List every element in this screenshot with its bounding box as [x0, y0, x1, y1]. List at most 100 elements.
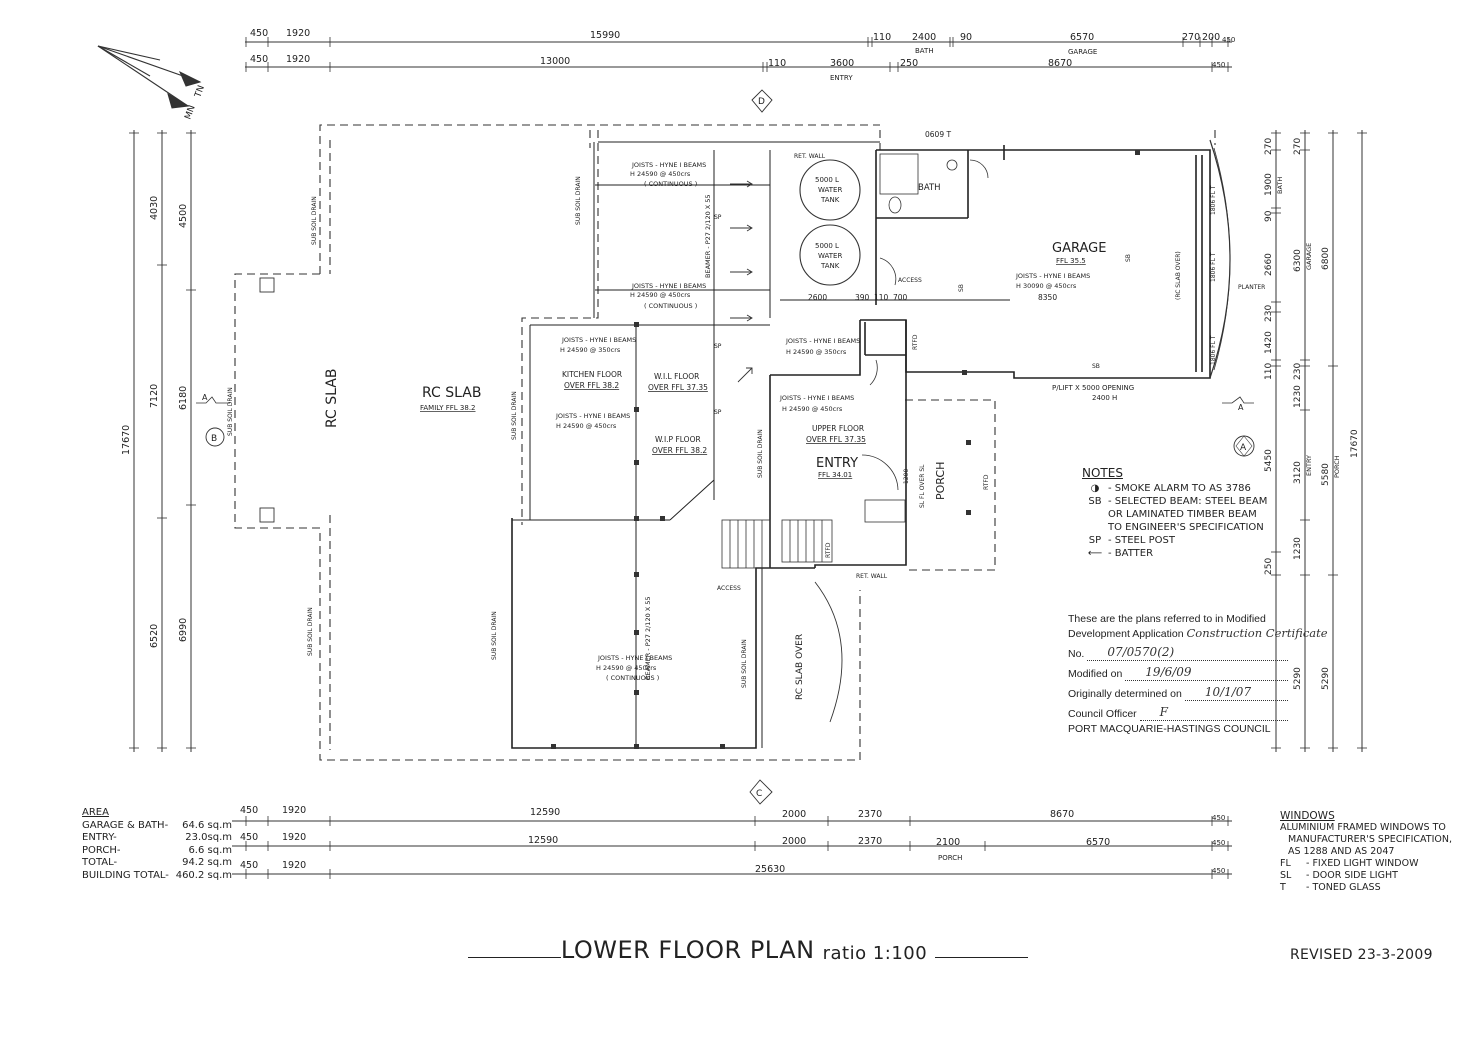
dim-top1-bath: BATH: [915, 47, 934, 55]
area-value: 94.2 sq.m: [182, 857, 232, 868]
dim-left-6990: 6990: [178, 618, 189, 642]
rtfd-3-label: RTFD: [825, 542, 832, 558]
dim-bot1-2000: 2000: [782, 809, 806, 820]
plift-h-label: 2400 H: [1092, 394, 1117, 402]
area-value: 64.6 sq.m: [182, 819, 232, 831]
dim-700: 700: [893, 293, 908, 302]
dim-right2-garage: GARAGE: [1305, 243, 1313, 270]
sb-label: SB: [1092, 363, 1100, 370]
joists-2-label: JOISTS - HYNE I BEAMS: [631, 282, 706, 290]
windows-title: WINDOWS: [1280, 810, 1335, 822]
area-row: TOTAL- 94.2 sq.m: [82, 857, 232, 870]
wil-floor-label: W.I.L FLOOR: [654, 372, 699, 381]
area-label: PORCH-: [82, 844, 121, 856]
continuous-1-label: ( CONTINUOUS ): [644, 180, 697, 188]
sub-soil-drain-6: SUB SOIL DRAIN: [491, 611, 498, 660]
joists-6-label: JOISTS - HYNE I BEAMS: [779, 394, 854, 402]
dim-left-6520: 6520: [149, 624, 160, 648]
smoke-alarm-icon: ◑: [1090, 483, 1100, 494]
note-item: OR LAMINATED TIMBER BEAM: [1082, 508, 1272, 521]
dim-right2-270: 270: [1293, 138, 1303, 155]
area-title-row: AREA: [82, 807, 232, 820]
note-text: - SMOKE ALARM TO AS 3786: [1108, 483, 1251, 494]
windows-legend: WINDOWS ALUMINIUM FRAMED WINDOWS TO MANU…: [1280, 810, 1453, 894]
area-label: TOTAL-: [82, 857, 118, 868]
tank-1-label: 5000 L: [815, 176, 839, 184]
dim-top2-entry: ENTRY: [830, 74, 853, 82]
ret-wall-label: RET. WALL: [794, 153, 826, 160]
kitchen-ffl-label: OVER FFL 38.2: [564, 381, 619, 390]
fl-1-label: 1806 FL T: [1210, 185, 1217, 215]
sub-soil-drain-5: SUB SOIL DRAIN: [511, 391, 518, 440]
stamp-orig-value: 10/1/07: [1204, 685, 1252, 699]
drawing-title-ratio: ratio 1:100: [822, 943, 928, 964]
tank-2-label: 5000 L: [815, 242, 839, 250]
joists-4b-label: H 24590 @ 450crs: [556, 422, 617, 430]
rtfd-2-label: RTFD: [983, 474, 990, 490]
joists-1b-label: H 24590 @ 450crs: [630, 170, 691, 178]
dim-top2-3600: 3600: [830, 58, 854, 69]
dim-top2-13000: 13000: [540, 56, 570, 67]
area-row: BUILDING TOTAL-460.2 sq.m: [82, 870, 232, 883]
dim-left-4030: 4030: [149, 196, 160, 220]
windows-line: ALUMINIUM FRAMED WINDOWS TO: [1280, 822, 1446, 833]
rc-slab-main-label: RC SLAB: [422, 385, 481, 401]
windows-line: AS 1288 AND AS 2047: [1288, 846, 1395, 857]
stamp-line2: Development Application Construction Cer…: [1068, 626, 1328, 641]
section-mark-d: D: [758, 97, 765, 107]
note-item: ⟵- BATTER: [1082, 547, 1272, 560]
dim-top2-250: 250: [900, 58, 918, 69]
stamp-line1: These are the plans referred to in Modif…: [1068, 613, 1266, 625]
dim-bot1-2370: 2370: [858, 809, 882, 820]
stamp-modified-value: 19/6/09: [1145, 665, 1192, 679]
sb-label-3: SB: [958, 284, 965, 292]
dim-bot2-2000: 2000: [782, 836, 806, 847]
dim-top2-450b: 450: [1212, 61, 1225, 69]
dim-right2-6300: 6300: [1293, 249, 1303, 272]
stamp-modified-label: Modified on: [1068, 668, 1123, 680]
tank-1c-label: TANK: [820, 196, 840, 204]
section-mark-b: B: [211, 434, 217, 444]
note-symbol: [1082, 521, 1108, 534]
sub-soil-drain-4: SUB SOIL DRAIN: [575, 176, 582, 225]
dim-top1-2400: 2400: [912, 32, 936, 43]
dim-bot2-1920: 1920: [282, 832, 306, 843]
stamp-council: PORT MACQUARIE-HASTINGS COUNCIL: [1068, 723, 1271, 735]
upper-floor-label: UPPER FLOOR: [812, 424, 864, 433]
section-mark-a-left: A: [202, 393, 208, 402]
top-dims-2: 450 1920 13000 110 3600 250 8670 450 ENT…: [250, 54, 1225, 82]
area-label: BUILDING TOTAL-: [82, 869, 169, 881]
dim-bot2-2370: 2370: [858, 836, 882, 847]
note-text: - STEEL POST: [1108, 535, 1175, 546]
windows-line: MANUFACTURER'S SPECIFICATION,: [1288, 834, 1453, 845]
wip-floor-label: W.I.P FLOOR: [655, 435, 701, 444]
continuous-2-label: ( CONTINUOUS ): [644, 302, 697, 310]
dim-bot3-450: 450: [240, 860, 258, 871]
fl-3-label: 1806 FL T: [1210, 335, 1217, 365]
dim-top1-1920: 1920: [286, 28, 310, 39]
continuous-3-label: ( CONTINUOUS ): [606, 674, 659, 682]
section-mark-c: C: [756, 789, 762, 799]
sub-soil-drain-1: SUB SOIL DRAIN: [311, 196, 318, 245]
garage-ffl-label: FFL 35.5: [1056, 257, 1086, 265]
fl-2-label: 1806 FL T: [1210, 252, 1217, 282]
section-mark-a-right: A: [1238, 403, 1244, 412]
note-item: SB- SELECTED BEAM: STEEL BEAM: [1082, 495, 1272, 508]
north-mn-label: MN: [183, 104, 197, 121]
dim-bot3-1920: 1920: [282, 860, 306, 871]
section-mark-a: A: [1240, 443, 1247, 453]
note-symbol: [1082, 508, 1108, 521]
entry-room-label: ENTRY: [816, 456, 858, 471]
dim-top1-90: 90: [960, 32, 972, 43]
entry-ffl-label: FFL 34.01: [818, 471, 852, 479]
dim-bot1-450b: 450: [1212, 814, 1225, 822]
area-table: AREA GARAGE & BATH-64.6 sq.m ENTRY-23.0s…: [82, 807, 232, 882]
dim-right2-230: 230: [1293, 363, 1303, 380]
dim-110: 110: [874, 293, 889, 302]
dim-bot2-12590: 12590: [528, 835, 558, 846]
dim-right2-1230b: 1230: [1293, 537, 1303, 560]
rc-slab-over-label: (RC SLAB OVER): [1175, 251, 1182, 300]
right-dims: 270 1900 90 2660 230 1420 110 5450 250 B…: [1264, 138, 1360, 690]
joists-5b-label: H 24590 @ 350crs: [786, 348, 847, 356]
